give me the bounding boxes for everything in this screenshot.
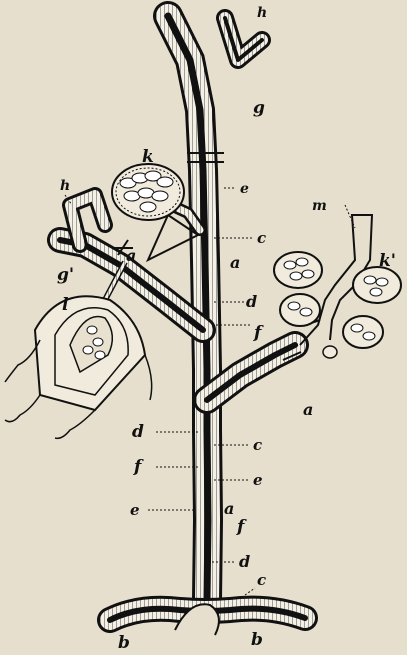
label-f-mid: f: [253, 323, 264, 343]
top-right-prong: [225, 18, 262, 60]
label-b-right: b: [251, 630, 263, 650]
label-d-lower: d: [239, 552, 250, 571]
label-g-top: g: [253, 98, 265, 118]
label-b-left: b: [118, 633, 130, 653]
label-d-mid: d: [246, 292, 257, 311]
label-a-right: a: [303, 400, 313, 419]
label-c-upper: c: [257, 229, 266, 247]
label-k-upper: k: [142, 147, 154, 167]
label-f-left: f: [133, 457, 144, 477]
label-c-lower: c: [257, 571, 266, 589]
label-g-left: g': [57, 265, 74, 285]
label-h-top: h: [257, 5, 267, 21]
label-h-left: h: [60, 178, 70, 194]
label-l: l: [62, 295, 69, 315]
label-k-right: k': [379, 251, 396, 271]
label-a-branch: a: [126, 246, 136, 265]
label-f-lower: f: [236, 517, 247, 537]
label-c-mid: c: [253, 436, 262, 454]
label-a-stem-upper: a: [230, 253, 240, 272]
label-e-left: e: [130, 501, 140, 519]
label-m: m: [312, 198, 327, 214]
gonangium-k: [112, 164, 184, 220]
label-d-left: d: [132, 422, 144, 442]
label-e-upper: e: [240, 181, 249, 197]
label-e-mid: e: [253, 471, 263, 489]
label-a-lower: a: [224, 499, 234, 518]
stolon-base: [110, 604, 305, 635]
